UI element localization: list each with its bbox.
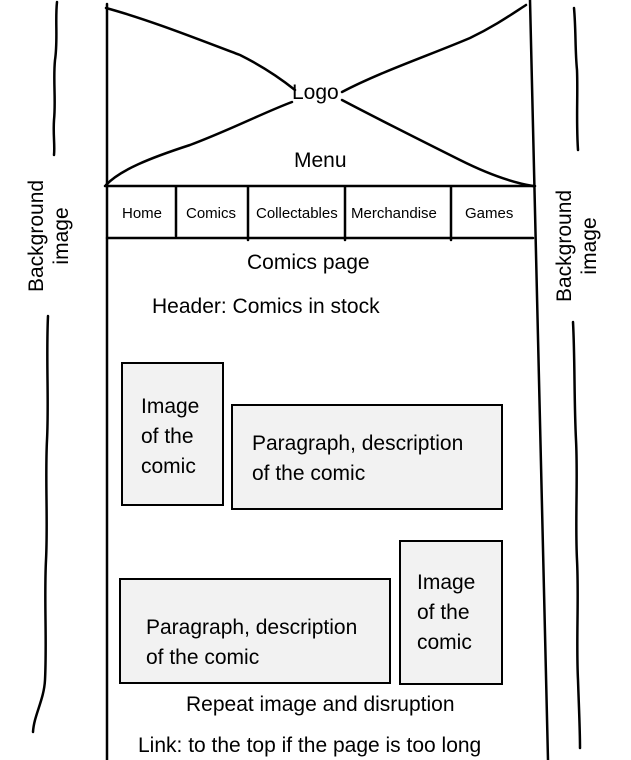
menu-label: Menu: [294, 149, 347, 172]
repeat-note: Repeat image and disruption: [186, 693, 455, 716]
bg-right-line-top: [572, 6, 580, 152]
background-right-label: Background image: [553, 189, 601, 302]
frame-right-line: [528, 0, 550, 760]
comic-description-placeholder: Paragraph, description of the comic: [119, 578, 391, 684]
nav-item-games: Games: [465, 205, 514, 222]
nav-item-collectables: Collectables: [256, 205, 338, 222]
page-title: Comics page: [247, 251, 370, 274]
bg-left-line-bottom: [31, 314, 50, 734]
bg-right-line-bottom: [571, 320, 582, 750]
top-link-note: Link: to the top if the page is too long: [138, 734, 482, 757]
header-label: Header: Comics in stock: [152, 295, 380, 318]
nav-item-home: Home: [122, 205, 163, 222]
logo-curve-top-left: [104, 6, 297, 92]
logo-curve-bottom-right: [340, 98, 535, 188]
comic-description-placeholder: Paragraph, description of the comic: [231, 404, 503, 510]
comic-image-placeholder: Image of the comic: [121, 362, 224, 506]
logo-label: Logo: [292, 81, 339, 104]
logo-curve-bottom-left: [104, 100, 294, 187]
bg-left-line-top: [52, 0, 59, 157]
logo-curve-top-right: [340, 3, 528, 94]
nav-item-comics: Comics: [186, 205, 237, 222]
comic-image-placeholder: Image of the comic: [399, 540, 503, 685]
nav-item-merchandise: Merchandise: [351, 205, 437, 222]
background-left-label: Background image: [25, 179, 73, 292]
